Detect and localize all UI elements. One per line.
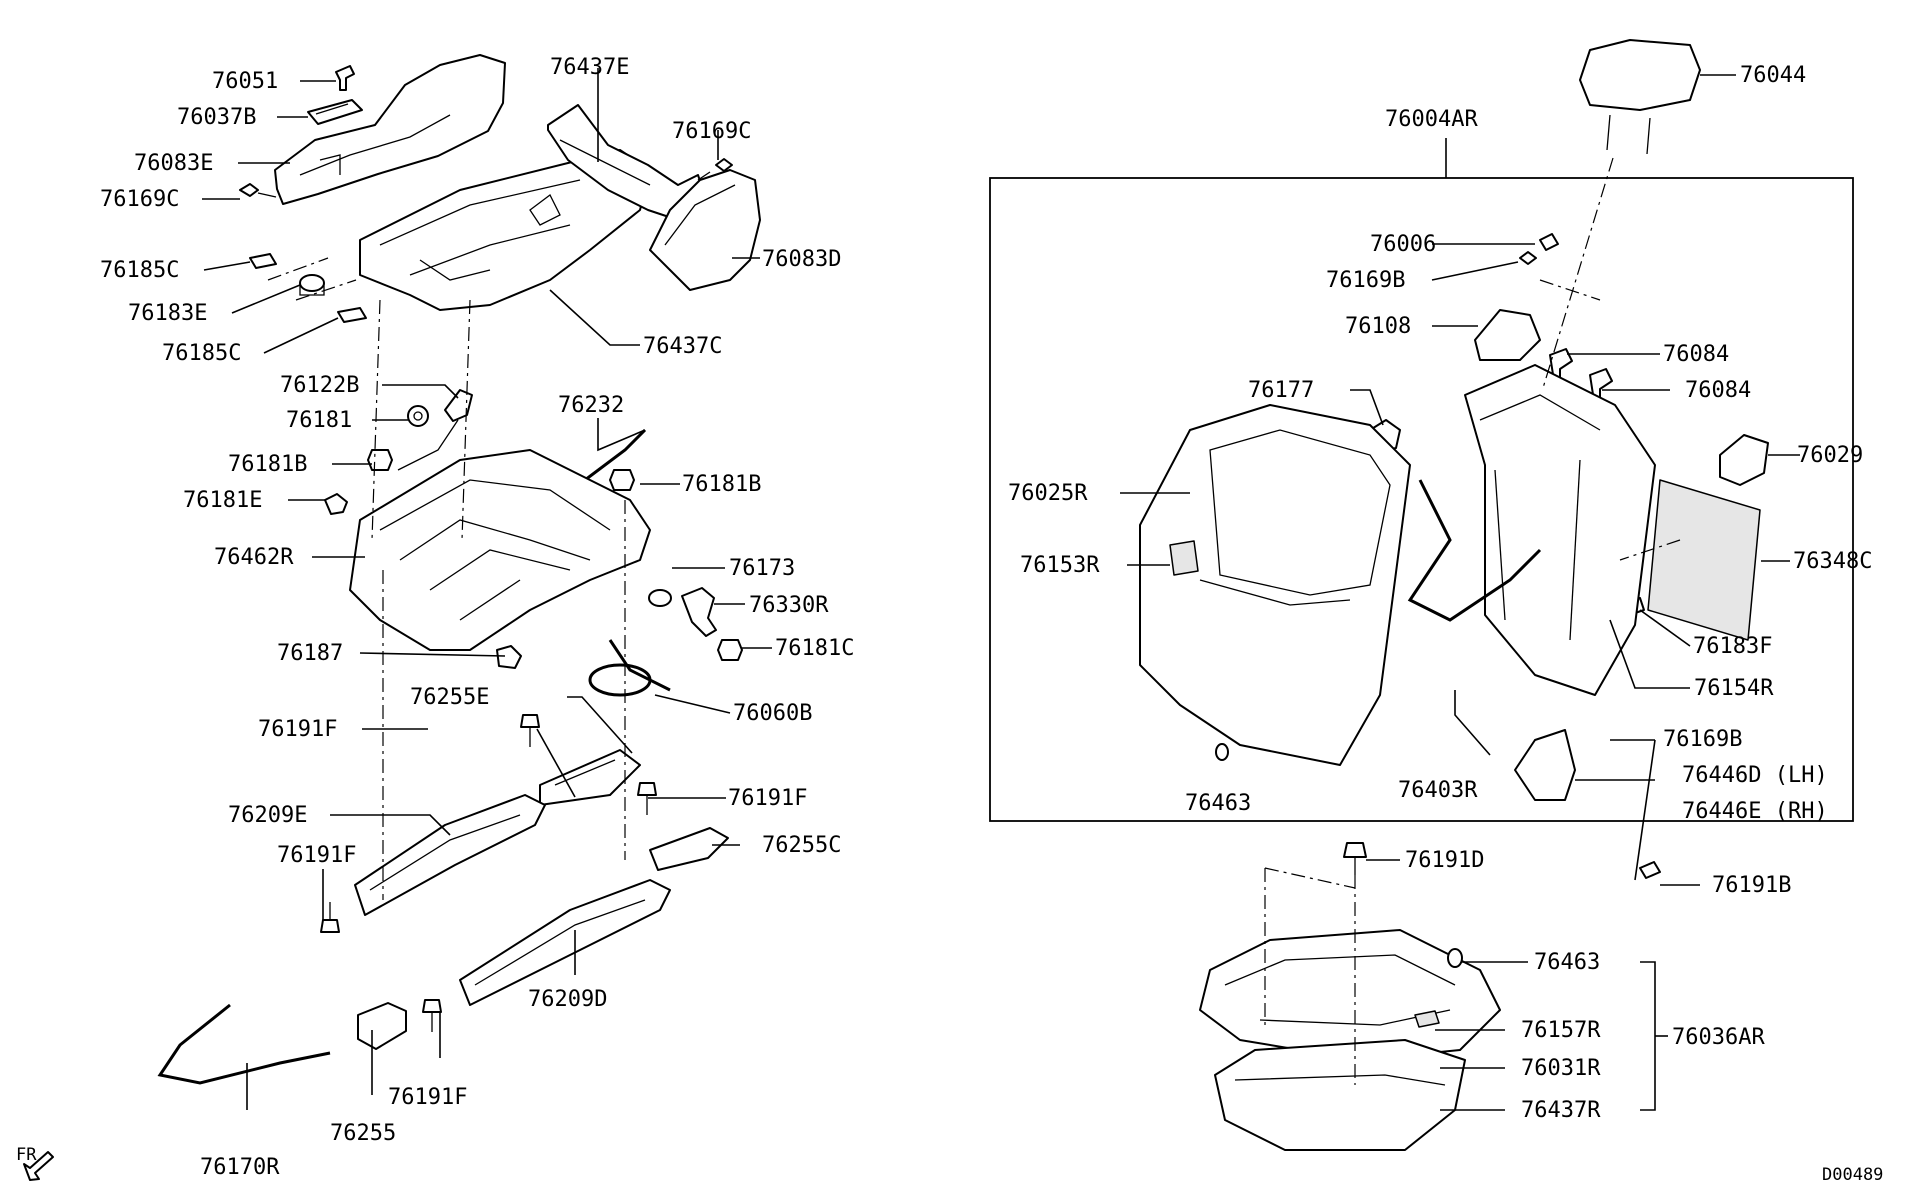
label-76108: 76108 xyxy=(1345,314,1411,339)
label-76255: 76255 xyxy=(330,1121,396,1146)
label-76169C-left: 76169C xyxy=(100,187,179,212)
label-76181E: 76181E xyxy=(183,488,262,513)
label-76083D: 76083D xyxy=(762,247,841,272)
label-76463-upper: 76463 xyxy=(1185,791,1251,816)
label-76255E: 76255E xyxy=(410,685,489,710)
label-76181: 76181 xyxy=(286,408,352,433)
label-76185C-upper: 76185C xyxy=(100,258,179,283)
label-76437C: 76437C xyxy=(643,334,722,359)
front-direction-indicator: FR xyxy=(16,1145,54,1181)
leader-lines xyxy=(202,68,1800,1111)
label-76191D: 76191D xyxy=(1405,848,1484,873)
label-76025R: 76025R xyxy=(1008,481,1088,506)
label-76037B: 76037B xyxy=(177,105,256,130)
label-76446D: 76446D (LH) xyxy=(1682,763,1828,788)
label-76185C-lower: 76185C xyxy=(162,341,241,366)
label-76154R: 76154R xyxy=(1694,676,1774,701)
label-76255C: 76255C xyxy=(762,833,841,858)
seat-back-assembly xyxy=(1139,39,1769,879)
part-labels: 76051 76037B 76083E 76169C 76185C 76183E… xyxy=(100,55,1872,1180)
label-76169B-lower: 76169B xyxy=(1663,727,1742,752)
label-76330R: 76330R xyxy=(749,593,829,618)
label-76169C-right: 76169C xyxy=(672,119,751,144)
label-76084-upper: 76084 xyxy=(1663,342,1729,367)
label-76191F-left: 76191F xyxy=(277,843,356,868)
label-76177: 76177 xyxy=(1248,378,1314,403)
label-76157R: 76157R xyxy=(1521,1018,1601,1043)
label-76437E: 76437E xyxy=(550,55,629,80)
seat-frame-assembly xyxy=(157,389,743,1085)
label-76170R: 76170R xyxy=(200,1155,280,1180)
label-76181B-right: 76181B xyxy=(682,472,761,497)
label-76031R: 76031R xyxy=(1521,1056,1601,1081)
label-76183F: 76183F xyxy=(1693,634,1772,659)
label-76191F-mid: 76191F xyxy=(728,786,807,811)
label-76191F-lower: 76191F xyxy=(388,1085,467,1110)
diagram-code: D00489 xyxy=(1822,1165,1883,1185)
label-76029: 76029 xyxy=(1797,443,1863,468)
seat-base-cover-assembly xyxy=(239,54,761,323)
label-76187: 76187 xyxy=(277,641,343,666)
label-76181B-left: 76181B xyxy=(228,452,307,477)
label-76122B: 76122B xyxy=(280,373,359,398)
label-76463-lower: 76463 xyxy=(1534,950,1600,975)
seat-back-assembly-box xyxy=(989,177,1854,822)
seat-cushion-assembly xyxy=(1199,842,1501,1151)
front-label: FR xyxy=(16,1145,37,1165)
label-76083E: 76083E xyxy=(134,151,213,176)
front-arrow-icon xyxy=(23,1151,54,1181)
alignment-lines xyxy=(267,157,1681,1085)
label-76209D: 76209D xyxy=(528,987,607,1012)
label-76153R: 76153R xyxy=(1020,553,1100,578)
label-76060B: 76060B xyxy=(733,701,812,726)
label-76209E: 76209E xyxy=(228,803,307,828)
label-76232: 76232 xyxy=(558,393,624,418)
label-76173: 76173 xyxy=(729,556,795,581)
label-76462R: 76462R xyxy=(214,545,294,570)
label-76348C: 76348C xyxy=(1793,549,1872,574)
label-76403R: 76403R xyxy=(1398,778,1478,803)
label-76446E: 76446E (RH) xyxy=(1682,799,1828,824)
label-76084-lower: 76084 xyxy=(1685,378,1751,403)
label-76181C: 76181C xyxy=(775,636,854,661)
label-76036AR: 76036AR xyxy=(1672,1025,1765,1050)
label-76051: 76051 xyxy=(212,69,278,94)
label-76006: 76006 xyxy=(1370,232,1436,257)
label-76004AR: 76004AR xyxy=(1385,107,1478,132)
label-76191F-upper: 76191F xyxy=(258,717,337,742)
label-76044: 76044 xyxy=(1740,63,1806,88)
label-76183E: 76183E xyxy=(128,301,207,326)
label-76191B: 76191B xyxy=(1712,873,1791,898)
label-76437R: 76437R xyxy=(1521,1098,1601,1123)
label-76169B-upper: 76169B xyxy=(1326,268,1405,293)
